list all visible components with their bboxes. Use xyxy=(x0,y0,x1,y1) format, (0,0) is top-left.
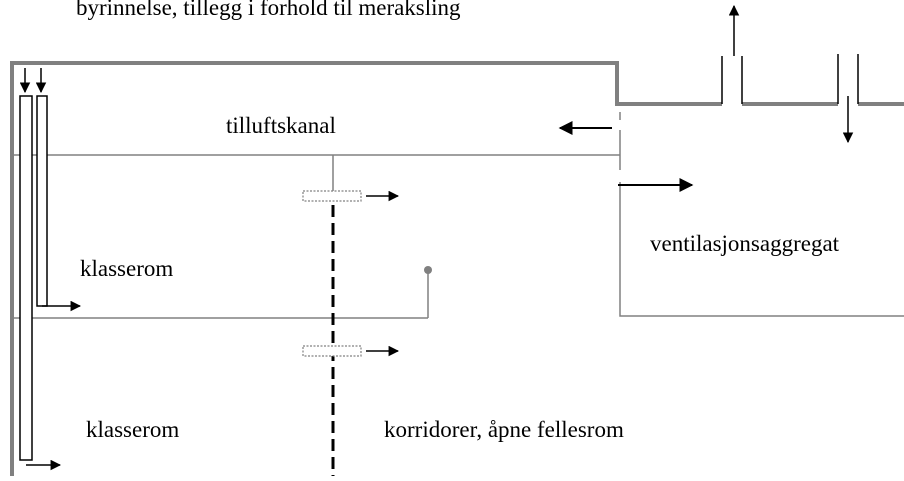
roof-stack-intake xyxy=(837,54,859,104)
transfer-grille-upper xyxy=(302,190,362,202)
top-caption-text: byrinnelse, tillegg i forhold til meraks… xyxy=(76,0,461,20)
label-classroom-lower: klasserom xyxy=(86,417,180,442)
label-classroom-upper: klasserom xyxy=(80,256,174,281)
unit-left-wall xyxy=(619,112,904,317)
shaft-to-lower-room xyxy=(19,95,33,461)
label-corridor: korridorer, åpne fellesrom xyxy=(384,417,624,442)
damper-knob xyxy=(424,266,432,274)
label-ventilation-unit: ventilasjonsaggregat xyxy=(650,231,840,256)
shaft-to-upper-room xyxy=(36,95,48,307)
roof-stack-exhaust xyxy=(721,56,743,104)
label-supply-duct: tilluftskanal xyxy=(226,113,336,138)
transfer-grille-lower xyxy=(302,345,362,357)
outer-wall xyxy=(10,61,904,476)
